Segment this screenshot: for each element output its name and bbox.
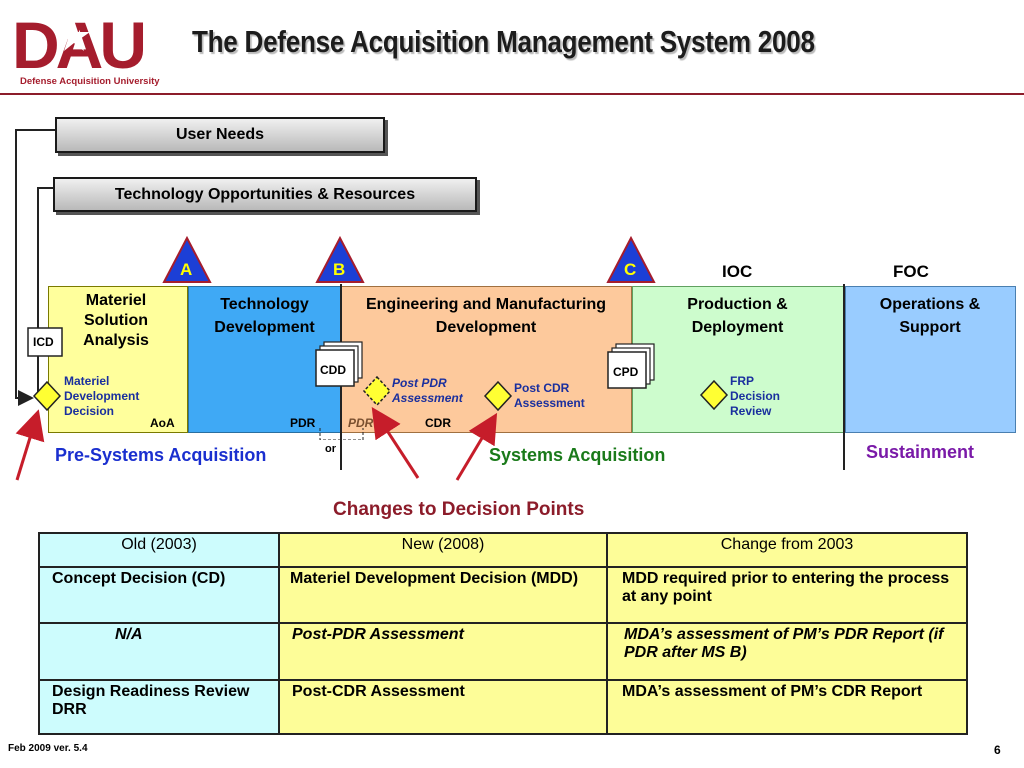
cell-change: MDA’s assessment of PM’s CDR Report	[606, 679, 968, 735]
post-cdr-diamond-icon	[483, 380, 513, 412]
mdd-diamond-icon	[32, 380, 62, 412]
icd-document-icon	[27, 327, 63, 357]
or-label: or	[325, 443, 336, 455]
separator-ioc	[843, 284, 845, 470]
foc-label: FOC	[893, 262, 929, 281]
cell-new: Post-CDR Assessment	[278, 679, 608, 735]
msa-title: Materiel Solution Analysis	[83, 292, 149, 349]
table-row: Design Readiness Review DRR Post-CDR Ass…	[38, 679, 968, 735]
cell-new: Materiel Development Decision (MDD)	[278, 566, 608, 624]
td-title: Technology Development	[214, 296, 315, 336]
header-old: Old (2003)	[38, 532, 280, 568]
mdd-label: Materiel Development Decision	[64, 374, 140, 418]
change-arrows	[15, 406, 498, 481]
aoa-label: AoA	[150, 416, 175, 430]
pdr-alternative-bracket	[319, 428, 364, 440]
cell-old: Design Readiness Review DRR	[38, 679, 280, 735]
emd-title: Engineering and Manufacturing Developmen…	[365, 296, 606, 336]
milestone-c-label: C	[624, 260, 637, 279]
pd-title: Production & Deployment	[687, 296, 788, 336]
phase-production-deployment	[632, 286, 845, 433]
pdr-alt-label: PDR	[348, 416, 374, 430]
table-row: Concept Decision (CD) Materiel Developme…	[38, 566, 968, 624]
table-row: N/A Post-PDR Assessment MDA’s assessment…	[38, 622, 968, 681]
decision-diamonds	[32, 375, 729, 440]
arrow-to-post-pdr-icon	[371, 406, 420, 479]
pre-systems-acquisition-label: Pre-Systems Acquisition	[55, 445, 267, 465]
post-pdr-diamond-icon	[362, 375, 392, 407]
milestone-markers	[162, 235, 656, 283]
cdr-label: CDR	[425, 416, 451, 430]
arrow-to-mdd-icon	[15, 409, 45, 481]
ioc-label: IOC	[722, 262, 753, 281]
cpd-label: CPD	[613, 365, 639, 379]
post-pdr-label: Post PDR Assessment	[392, 376, 463, 405]
page-number: 6	[994, 743, 1001, 757]
cdd-label: CDD	[320, 363, 346, 377]
tech-opportunities-label: Technology Opportunities & Resources	[114, 186, 416, 203]
cell-new: Post-PDR Assessment	[278, 622, 608, 681]
milestone-b-icon	[315, 235, 365, 283]
cell-old: N/A	[38, 622, 280, 681]
user-needs-box: User Needs	[55, 117, 385, 153]
logo-star-icon	[58, 20, 90, 51]
header-new: New (2008)	[278, 532, 608, 568]
changes-table: Old (2003) New (2008) Change from 2003 C…	[38, 532, 968, 735]
cell-change: MDA’s assessment of PM’s PDR Report (if …	[606, 622, 968, 681]
pdr-label: PDR	[290, 416, 316, 430]
frp-label: FRP Decision Review	[730, 374, 781, 418]
sustainment-label: Sustainment	[866, 442, 975, 462]
cell-old: Concept Decision (CD)	[38, 566, 280, 624]
user-needs-label: User Needs	[175, 126, 265, 143]
documents	[27, 327, 655, 389]
cell-change: MDD required prior to entering the proce…	[606, 566, 968, 624]
milestone-a-label: A	[180, 260, 193, 279]
header-rule	[0, 93, 1024, 95]
arrow-to-post-cdr-icon	[455, 412, 498, 481]
cdd-document-icon	[315, 341, 363, 387]
milestone-a-icon	[162, 235, 212, 283]
page-title: The Defense Acquisition Management Syste…	[192, 24, 815, 59]
frp-diamond-icon	[699, 379, 729, 411]
header-change: Change from 2003	[606, 532, 968, 568]
systems-acquisition-label: Systems Acquisition	[489, 445, 666, 465]
table-header-row: Old (2003) New (2008) Change from 2003	[38, 532, 968, 568]
milestone-b-label: B	[333, 260, 346, 279]
phase-operations-support	[845, 286, 1016, 433]
os-title: Operations & Support	[879, 296, 981, 336]
tech-opportunities-box: Technology Opportunities & Resources	[53, 177, 477, 212]
cpd-document-icon	[607, 343, 655, 389]
icd-label: ICD	[33, 335, 54, 349]
milestone-c-icon	[606, 235, 656, 283]
logo-subtitle: Defense Acquisition University	[20, 76, 160, 87]
version-label: Feb 2009 ver. 5.4	[8, 743, 88, 754]
dau-logo: DAU	[12, 8, 167, 90]
phase-materiel-solution-analysis	[48, 286, 188, 433]
changes-title: Changes to Decision Points	[333, 499, 585, 520]
post-cdr-label: Post CDR Assessment	[514, 381, 585, 410]
